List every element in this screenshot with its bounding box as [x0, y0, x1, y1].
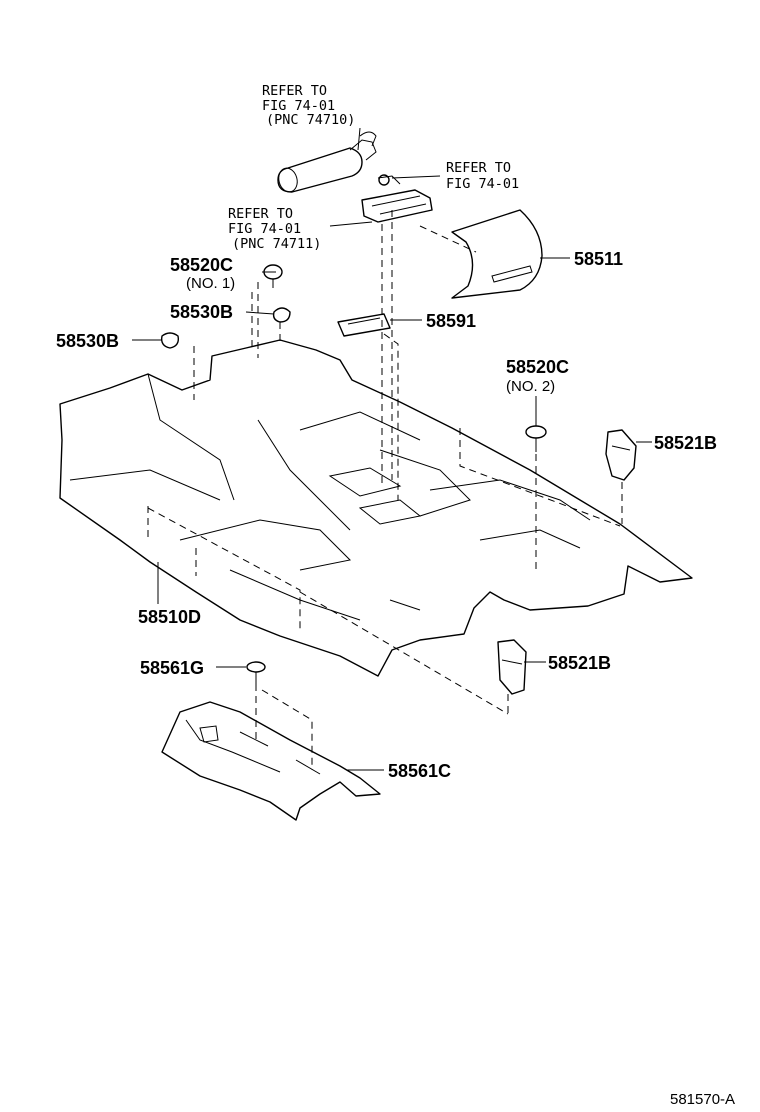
- refer1-line2: FIG 74-01: [262, 98, 335, 114]
- label-58520c-no2: 58520C: [506, 357, 569, 377]
- refer2-line1: REFER TO: [446, 160, 511, 176]
- refer3-line2: FIG 74-01: [228, 221, 301, 237]
- clip-58520c-no2-part: [525, 425, 547, 452]
- label-58591: 58591: [426, 311, 476, 331]
- diagram-code: 581570-A: [670, 1091, 735, 1108]
- bracket-part: [361, 174, 433, 223]
- refer3-line1: REFER TO: [228, 206, 293, 222]
- label-58561g: 58561G: [140, 658, 204, 678]
- label-58521b-lower: 58521B: [548, 653, 611, 673]
- floor-piece-58561c-part: [161, 701, 381, 821]
- clip-58521b-upper-part: [605, 429, 637, 481]
- leader-refer3: [329, 221, 373, 227]
- label-58520c-no1: 58520C: [170, 255, 233, 275]
- label-58520c-no2-sub: (NO. 2): [506, 378, 555, 395]
- label-58511: 58511: [574, 249, 623, 269]
- refer3-line3: (PNC 74711): [232, 236, 321, 252]
- extinguisher-part: [277, 131, 377, 193]
- plate-58591-part: [337, 313, 391, 337]
- clip-58530b-upper-part: [272, 307, 291, 323]
- cover-58511-part: [451, 209, 543, 299]
- clip-58521b-lower-part: [497, 639, 527, 695]
- label-58521b-upper: 58521B: [654, 433, 717, 453]
- clip-58561g-part: [246, 661, 266, 684]
- refer1-line1: REFER TO: [262, 83, 327, 99]
- leader-refer1: [357, 127, 361, 151]
- clip-58520c-no1-part: [263, 264, 283, 288]
- label-58520c-no1-sub: (NO. 1): [186, 275, 235, 292]
- label-58510d: 58510D: [138, 607, 201, 627]
- label-58530b-upper: 58530B: [170, 302, 233, 322]
- refer2-line2: FIG 74-01: [446, 176, 519, 192]
- refer1-line3: (PNC 74710): [266, 112, 355, 128]
- label-58530b-left: 58530B: [56, 331, 119, 351]
- leader-58530b-upper: [245, 311, 275, 315]
- floor-carpet-58510d-part: [59, 339, 693, 677]
- leader-refer2: [391, 175, 441, 179]
- assembly-dashes: [147, 210, 623, 770]
- clip-58530b-left-part: [160, 332, 180, 349]
- label-58561c: 58561C: [388, 761, 451, 781]
